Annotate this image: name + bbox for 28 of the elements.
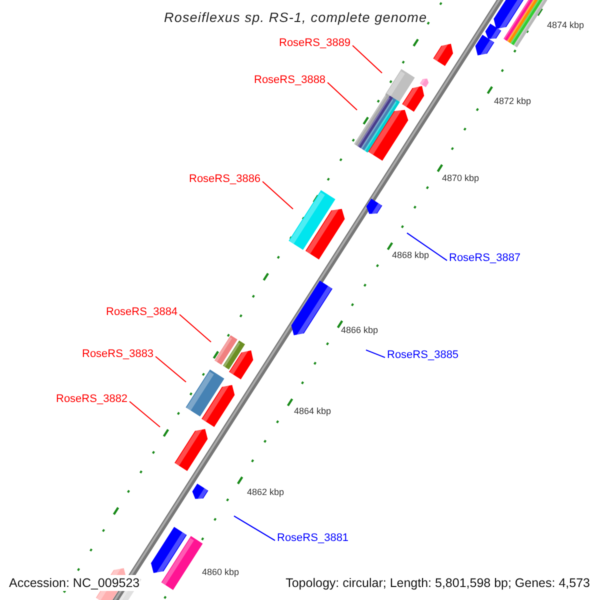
leader-line [262,181,294,210]
scale-label: 4874 kbp [547,20,584,31]
genome-summary: Topology: circular; Length: 5,801,598 bp; Genes: 4,573 [286,575,590,591]
scale-label: 4872 kbp [494,96,532,107]
gene-label: RoseRS_3885 [387,349,459,362]
gene-label: RoseRS_3882 [56,393,128,406]
scale-label: 4860 kbp [202,567,240,578]
scale-label: 4870 kbp [442,173,480,184]
gene-label: RoseRS_3888 [254,74,326,87]
leader-line [406,232,448,261]
scale-label: 4866 kbp [341,325,378,336]
gene-label: RoseRS_3889 [279,37,351,50]
leader-line [327,82,358,110]
scale-label: 4868 kbp [392,250,430,261]
gene-label: RoseRS_3883 [82,348,154,361]
gene-label: RoseRS_3886 [189,173,261,186]
leader-line [234,516,276,541]
scale-label: 4864 kbp [294,406,332,417]
gene-label: RoseRS_3884 [106,306,178,319]
leader-line [155,356,186,382]
scale-label: 4862 kbp [247,487,284,498]
gene-label: RoseRS_3881 [277,532,349,545]
leader-line [129,401,160,428]
leader-line [179,314,212,342]
title: Roseiflexus sp. RS-1, complete genome [164,10,428,26]
leader-line [352,45,382,74]
leader-line [366,349,386,358]
gene-label: RoseRS_3887 [449,252,521,265]
